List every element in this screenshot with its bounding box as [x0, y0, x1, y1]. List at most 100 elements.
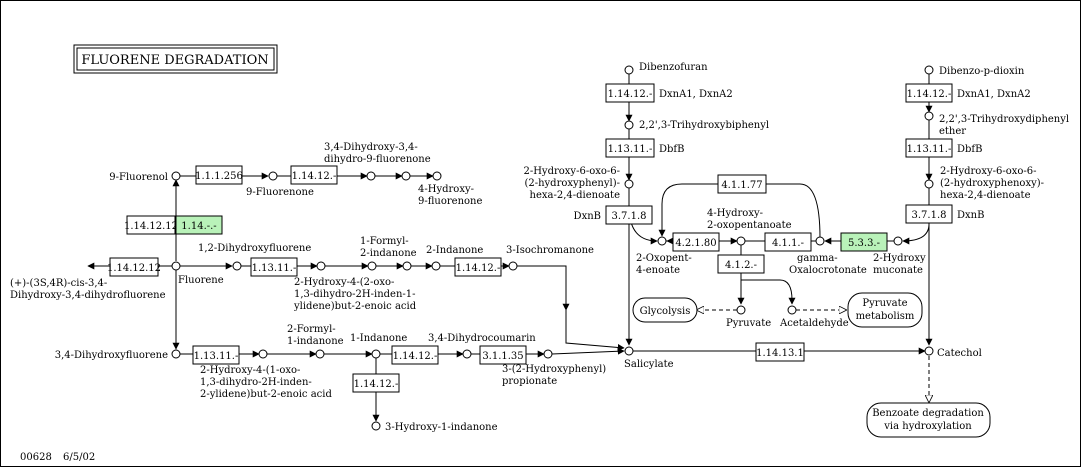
- enzyme-box-5-3-3-highlight[interactable]: 5.3.3.-: [840, 232, 888, 252]
- node-intermediate[interactable]: [401, 171, 411, 181]
- enzyme-box-4-2-1-80[interactable]: 4.2.1.80: [672, 232, 720, 252]
- node-pyruvate[interactable]: [736, 305, 746, 315]
- label-hydroxyphenyl-hexadienoate-1: 2-Hydroxy-6-oxo-6-: [523, 166, 620, 177]
- node-9-fluorenone[interactable]: [268, 171, 278, 181]
- svg-text:1.1.1.256: 1.1.1.256: [195, 171, 243, 182]
- label-9-fluorenone: 9-Fluorenone: [246, 187, 314, 198]
- enzyme-box-1-13-11-dihydroxyfluorene-12[interactable]: 1.13.11.-: [250, 257, 298, 277]
- enzyme-box-1-1-1-256[interactable]: 1.1.1.256: [195, 165, 243, 185]
- enzyme-box-1-14-12-12-fluorenol[interactable]: 1.14.12.12: [124, 215, 178, 235]
- node-1-indanone[interactable]: [371, 349, 381, 359]
- node-2-oxopent-4-enoate[interactable]: [657, 236, 667, 246]
- map-link-pyruvate-metabolism[interactable]: Pyruvate metabolism: [847, 292, 923, 328]
- map-id: 00628: [20, 452, 52, 463]
- node-2-formyl-1-indanone[interactable]: [315, 349, 325, 359]
- label-dibenzofuran: Dibenzofuran: [639, 62, 708, 73]
- node-salicylate[interactable]: [624, 346, 634, 356]
- enzyme-box-4-1-1-77[interactable]: 4.1.1.77: [717, 174, 767, 194]
- enzyme-box-4-1-1[interactable]: 4.1.1.-: [764, 232, 812, 252]
- label-hydroxyphenyl-propionate-1: 3-(2-Hydroxyphenyl): [502, 364, 606, 375]
- label-2-hydroxymuconate-1: 2-Hydroxy: [873, 253, 926, 264]
- enzyme-box-1-13-11-dihydroxyfluorene-34[interactable]: 1.13.11.-: [192, 345, 240, 365]
- gene-dbfb-dioxin: DbfB: [957, 144, 982, 155]
- svg-text:1.13.11.-: 1.13.11.-: [194, 351, 239, 362]
- label-hydroxy-oxopentanoate-2: 2-oxopentanoate: [707, 220, 792, 231]
- node-9-fluorenol[interactable]: [171, 171, 181, 181]
- svg-text:metabolism: metabolism: [856, 311, 915, 322]
- node-3-isochromanone[interactable]: [508, 261, 518, 271]
- enzyme-box-1-14-12-12-diol[interactable]: 1.14.12.12: [107, 257, 161, 277]
- label-hydroxyphenyl-hexadienoate-3: hexa-2,4-dienoate: [530, 190, 621, 201]
- enzyme-box-1-14-highlight[interactable]: 1.14.-.-: [175, 215, 223, 235]
- label-hydroxy-oxo-dihydro-3: ylidene)but-2-enoic acid: [293, 301, 417, 312]
- map-date: 6/5/02: [63, 452, 95, 463]
- map-title: FLUORENE DEGRADATION: [81, 53, 268, 68]
- enzyme-box-1-13-11-dioxin[interactable]: 1.13.11.-: [905, 138, 953, 158]
- map-link-benzoate-degradation[interactable]: Benzoate degradation via hydroxylation: [866, 402, 991, 438]
- node-hydroxyphenyl-propionate[interactable]: [543, 349, 553, 359]
- node-trihydroxydiphenyl-ether[interactable]: [924, 111, 934, 121]
- node-fluorene[interactable]: [171, 261, 181, 271]
- enzyme-box-1-13-11-dibenzofuran[interactable]: 1.13.11.-: [605, 138, 655, 158]
- enzyme-box-1-14-13-1[interactable]: 1.14.13.1: [755, 342, 805, 362]
- enzyme-box-3-7-1-8-dibenzofuran[interactable]: 3.7.1.8: [605, 205, 653, 225]
- svg-text:3.7.1.8: 3.7.1.8: [612, 211, 647, 222]
- enzyme-box-3-7-1-8-dioxin[interactable]: 3.7.1.8: [905, 204, 953, 224]
- node-hydroxy-oxo-hydroxyphenoxy-hexadienoate[interactable]: [924, 179, 934, 189]
- label-salicylate: Salicylate: [624, 359, 674, 370]
- label-hydroxyphenyl-propionate-2: propionate: [502, 376, 557, 387]
- svg-text:1.14.-.-: 1.14.-.-: [181, 221, 216, 232]
- label-catechol: Catechol: [937, 348, 982, 359]
- node-catechol[interactable]: [924, 346, 934, 356]
- svg-text:1.13.11.-: 1.13.11.-: [252, 263, 297, 274]
- node-trihydroxybiphenyl[interactable]: [624, 120, 634, 130]
- enzyme-box-1-14-12-fluorenone[interactable]: 1.14.12.-: [290, 165, 338, 185]
- svg-text:1.14.12.-: 1.14.12.-: [393, 351, 438, 362]
- enzyme-box-1-14-12-dibenzofuran[interactable]: 1.14.12.-: [605, 83, 655, 103]
- svg-text:4.2.1.80: 4.2.1.80: [675, 238, 716, 249]
- enzyme-box-1-14-12-dihydrocoumarin[interactable]: 1.14.12.-: [391, 345, 439, 365]
- label-4-hydroxy-fluorenone-1: 4-Hydroxy-: [418, 184, 474, 195]
- label-4-hydroxy-fluorenone-2: 9-fluorenone: [418, 196, 482, 207]
- node-4-hydroxy-9-fluorenone[interactable]: [432, 171, 442, 181]
- map-link-glycolysis[interactable]: Glycolysis: [632, 297, 698, 323]
- node-3-hydroxy-1-indanone[interactable]: [371, 421, 381, 431]
- label-hydroxyphenyl-hexadienoate-2: (2-hydroxyphenyl)-: [524, 178, 620, 189]
- enzyme-box-4-1-2[interactable]: 4.1.2.-: [717, 254, 765, 274]
- svg-text:1.14.12.12: 1.14.12.12: [124, 221, 178, 232]
- node-1-2-dihydroxyfluorene[interactable]: [232, 261, 242, 271]
- label-3-isochromanone: 3-Isochromanone: [506, 245, 594, 256]
- label-fluorene: Fluorene: [178, 275, 224, 286]
- node-dibenzo-p-dioxin[interactable]: [924, 65, 934, 75]
- node-gamma-oxalocrotonate[interactable]: [815, 236, 825, 246]
- node-hydroxy-oxo-inden-1-ylidene[interactable]: [316, 261, 326, 271]
- label-2-hydroxymuconate-2: muconate: [873, 265, 923, 276]
- node-dihydroxy-dihydro-fluorenone[interactable]: [366, 171, 376, 181]
- svg-text:3.1.1.35: 3.1.1.35: [482, 351, 523, 362]
- enzyme-box-1-14-12-dioxin[interactable]: 1.14.12.-: [905, 83, 953, 103]
- node-3-4-dihydroxyfluorene[interactable]: [171, 349, 181, 359]
- node-dibenzofuran[interactable]: [624, 65, 634, 75]
- enzyme-box-1-14-12-indanone[interactable]: 1.14.12.-: [454, 257, 502, 277]
- label-2-formyl-1: 2-Formyl-: [287, 324, 336, 335]
- node-hydroxy-oxo-inden-2-ylidene[interactable]: [258, 349, 268, 359]
- label-hydroxy-oxo-inden2-1: 2-Hydroxy-4-(1-oxo-: [200, 365, 300, 376]
- label-hydroxyphenoxy-hexadienoate-1: 2-Hydroxy-6-oxo-6-: [940, 166, 1037, 177]
- node-1-formyl-2-indanone[interactable]: [367, 261, 377, 271]
- node-acetaldehyde[interactable]: [787, 305, 797, 315]
- label-gamma-oxalocrotonate-2: Oxalocrotonate: [789, 265, 867, 276]
- node-2-indanone[interactable]: [431, 261, 441, 271]
- svg-text:Benzoate degradation: Benzoate degradation: [872, 408, 984, 419]
- node-2-hydroxymuconate[interactable]: [893, 236, 903, 246]
- svg-text:Pyruvate: Pyruvate: [862, 298, 907, 309]
- svg-text:5.3.3.-: 5.3.3.-: [848, 238, 880, 249]
- node-4-hydroxy-2-oxopentanoate[interactable]: [736, 236, 746, 246]
- node-intermediate-2[interactable]: [402, 261, 412, 271]
- label-1-formyl-2: 2-indanone: [360, 248, 417, 259]
- node-3-4-dihydrocoumarin[interactable]: [462, 349, 472, 359]
- enzyme-box-1-14-12-hydroxyindanone[interactable]: 1.14.12.-: [352, 373, 400, 393]
- node-hydroxy-oxo-hydroxyphenyl-hexadienoate[interactable]: [624, 179, 634, 189]
- enzyme-box-3-1-1-35[interactable]: 3.1.1.35: [479, 345, 527, 365]
